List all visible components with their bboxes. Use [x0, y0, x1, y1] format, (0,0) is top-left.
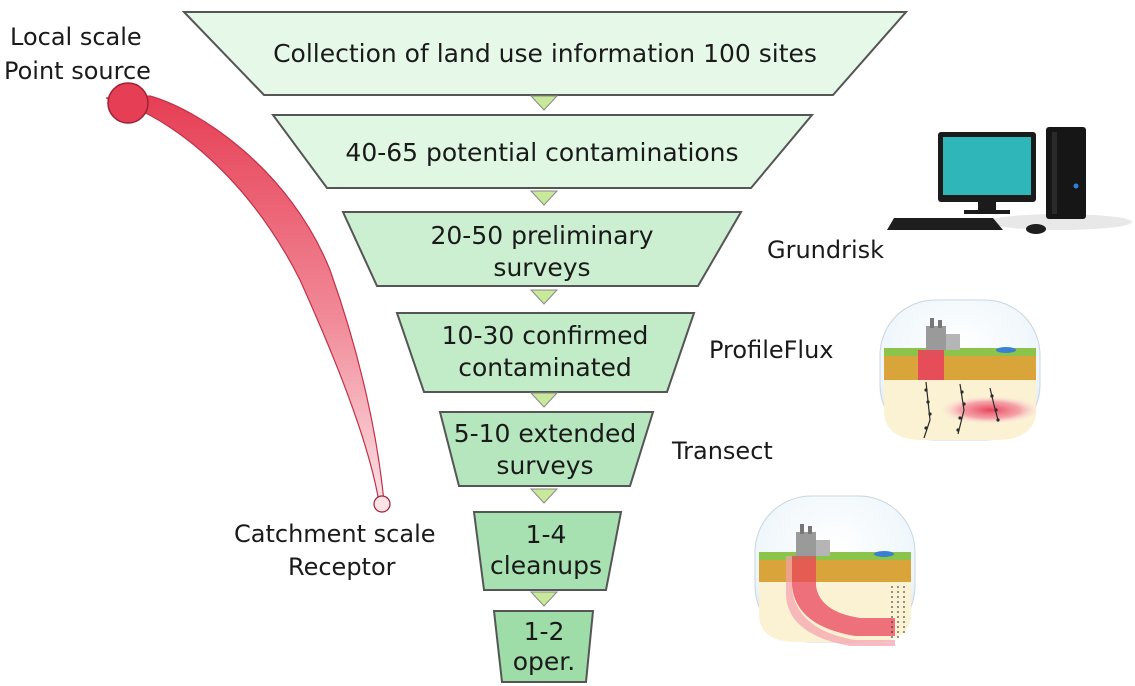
tool-label-transect: Transect [671, 437, 773, 465]
scale-bottom-line2: Receptor [288, 553, 396, 581]
connector-arrow-icon [529, 488, 559, 504]
tool-label-profileflux: ProfileFlux [709, 336, 834, 364]
level-2-label: 40-65 potential contaminations [345, 138, 738, 167]
level-6-label-line1: 1-4 [526, 520, 567, 549]
funnel-level-4 [395, 312, 696, 393]
connector-arrow-icon [529, 289, 559, 305]
desktop-computer-icon [887, 127, 1132, 234]
funnel-level-3 [341, 211, 743, 287]
receptor-icon [373, 495, 391, 513]
level-7-label-line1: 1-2 [524, 617, 565, 646]
connector-arrow-icon [529, 190, 559, 206]
funnel-level-6 [472, 511, 623, 591]
funnel-level-2 [271, 114, 815, 189]
scale-bottom-line1: Catchment scale [234, 520, 436, 548]
point-source-icon [107, 82, 149, 124]
funnel-level-5 [438, 411, 655, 487]
level-3-label-line2: surveys [493, 253, 590, 282]
scale-top-line2: Point source [4, 57, 151, 85]
connector-arrow-icon [529, 591, 559, 607]
scale-indicator: Local scale Point source Catchment scale… [4, 23, 436, 581]
tool-label-grundrisk: Grundrisk [767, 236, 884, 264]
level-5-label-line2: surveys [496, 451, 593, 480]
level-4-label-line1: 10-30 confirmed [442, 321, 649, 350]
connector-arrow-icon [529, 392, 559, 408]
level-3-label-line1: 20-50 preliminary [431, 221, 654, 250]
level-4-label-line2: contaminated [458, 353, 632, 382]
funnel-level-7 [492, 610, 595, 683]
funnel-levels [181, 11, 909, 683]
funnel-level-1 [181, 11, 909, 96]
soil-profile-illustration [879, 299, 1041, 441]
scale-top-line1: Local scale [10, 23, 142, 51]
level-7-label-line2: oper. [513, 647, 575, 676]
level-5-label-line1: 5-10 extended [454, 419, 637, 448]
level-6-label-line2: cleanups [490, 551, 602, 580]
funnel-connectors [529, 95, 559, 607]
level-1-label: Collection of land use information 100 s… [273, 39, 817, 68]
connector-arrow-icon [529, 95, 559, 111]
funnel-level-labels: Collection of land use information 100 s… [273, 39, 817, 676]
soil-transect-illustration [754, 495, 916, 646]
